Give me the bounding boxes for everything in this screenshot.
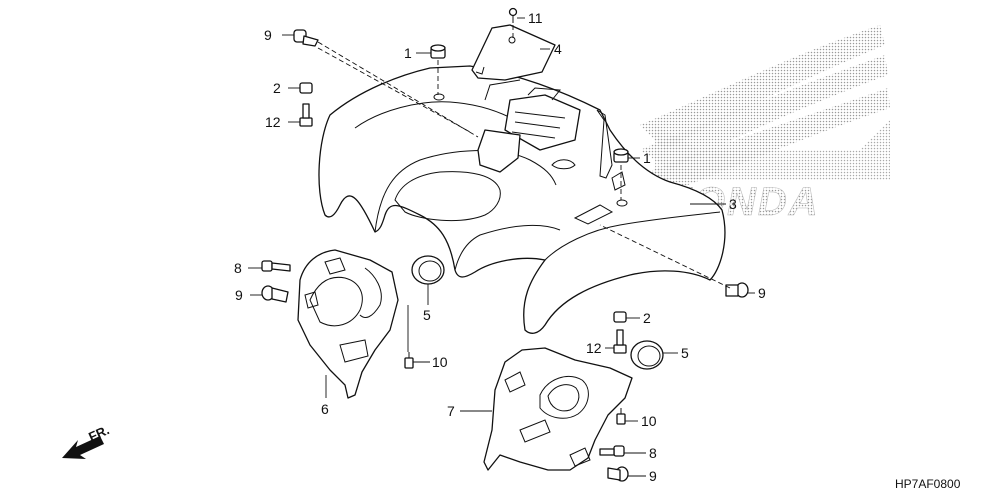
assembly-lines bbox=[317, 25, 731, 289]
screw-10-left bbox=[404, 352, 414, 369]
callout-11: 11 bbox=[528, 10, 543, 26]
leader-lines bbox=[248, 17, 755, 477]
honda-wing-logo: HONDA bbox=[640, 25, 890, 224]
callout-2: 2 bbox=[643, 310, 651, 326]
front-fender bbox=[318, 65, 726, 334]
callout-8: 8 bbox=[234, 260, 242, 276]
callout-6: 6 bbox=[321, 401, 329, 417]
front-direction-indicator: FR. bbox=[62, 422, 111, 459]
callout-9: 9 bbox=[758, 285, 766, 301]
figure-code: HP7AF0800 bbox=[895, 477, 961, 491]
callout-8: 8 bbox=[649, 445, 657, 461]
callout-10: 10 bbox=[432, 354, 448, 370]
inner-panel-left bbox=[297, 249, 399, 399]
front-label: FR. bbox=[86, 422, 111, 444]
collar-2-right bbox=[613, 311, 627, 323]
grommet-right bbox=[613, 148, 629, 163]
clip-9-left bbox=[261, 285, 289, 303]
fender-lid bbox=[471, 24, 556, 81]
callout-9: 9 bbox=[235, 287, 243, 303]
callout-12: 12 bbox=[586, 340, 602, 356]
inner-panel-right bbox=[483, 347, 633, 471]
callout-9: 9 bbox=[264, 27, 272, 43]
callout-3: 3 bbox=[729, 196, 737, 212]
callout-2: 2 bbox=[273, 80, 281, 96]
callout-5: 5 bbox=[423, 307, 431, 323]
callout-9: 9 bbox=[649, 468, 657, 484]
callout-12: 12 bbox=[265, 114, 281, 130]
collar-2-left bbox=[299, 82, 313, 94]
callout-1: 1 bbox=[404, 45, 412, 61]
callout-1: 1 bbox=[643, 150, 651, 166]
callout-10: 10 bbox=[641, 413, 657, 429]
callout-5: 5 bbox=[681, 345, 689, 361]
bolt-12-left bbox=[299, 103, 313, 127]
callout-7: 7 bbox=[447, 403, 455, 419]
bolt-8-left bbox=[261, 260, 291, 272]
front-arrow-icon bbox=[62, 436, 104, 459]
bolt-12-right bbox=[613, 329, 627, 354]
clip-9-top bbox=[293, 29, 319, 47]
callout-labels: 11 9 1 4 2 12 1 3 8 9 5 9 2 12 5 10 6 7 … bbox=[234, 10, 766, 484]
clip-9-bottom bbox=[607, 466, 629, 482]
screw-11 bbox=[508, 7, 518, 23]
seal-5-right bbox=[630, 340, 664, 370]
grommet-top bbox=[430, 44, 446, 59]
clip-9-right bbox=[725, 282, 749, 298]
callout-4: 4 bbox=[554, 41, 562, 57]
bolt-8-bottom bbox=[599, 445, 625, 457]
screw-10-right bbox=[616, 408, 626, 425]
seal-5-left bbox=[411, 255, 445, 285]
